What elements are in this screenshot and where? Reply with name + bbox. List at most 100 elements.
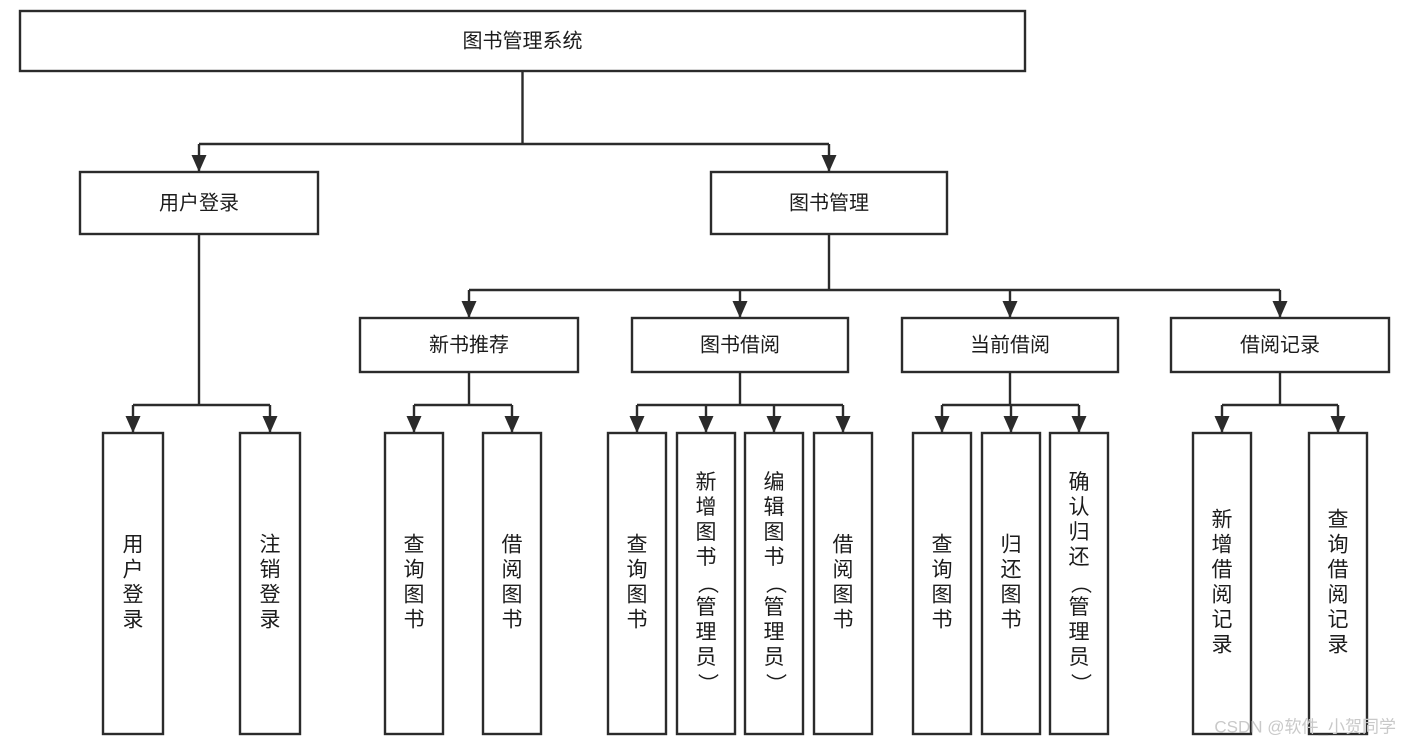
node-label-char: 图	[404, 584, 425, 607]
node-label-char: 查	[627, 534, 648, 557]
tree-node[interactable]: 新书推荐	[358, 316, 580, 374]
node-box[interactable]	[18, 9, 1027, 73]
tree-node[interactable]: 查询图书查询图书	[911, 431, 973, 736]
node-label-char: 书	[932, 609, 953, 632]
node-label-char: 理	[764, 621, 785, 644]
node-label-char: 还	[1069, 546, 1090, 569]
node-label-char: 新	[1212, 509, 1233, 532]
node-label-char: 增	[1212, 534, 1233, 557]
node-label-char: 图	[833, 584, 854, 607]
tree-node[interactable]: 查询图书查询图书	[383, 431, 445, 736]
node-label-char: 图	[932, 584, 953, 607]
node-box[interactable]	[78, 170, 320, 236]
node-label-char: （	[1068, 573, 1091, 594]
node-label-char: 还	[1001, 559, 1022, 582]
node-box[interactable]	[709, 170, 949, 236]
node-label-char: 询	[932, 559, 953, 582]
node-box[interactable]	[1191, 431, 1253, 736]
node-label-char: 阅	[1328, 584, 1349, 607]
node-label-char: 阅	[1212, 584, 1233, 607]
tree-node[interactable]: 归还图书归还图书	[980, 431, 1042, 736]
node-label-char: 确	[1069, 471, 1090, 494]
node-label: 新书推荐	[429, 333, 509, 356]
node-label: 借阅记录	[1240, 333, 1320, 356]
node-label-char: 阅	[833, 559, 854, 582]
tree-node[interactable]: 借阅记录	[1169, 316, 1391, 374]
node-box[interactable]	[606, 431, 668, 736]
node-box[interactable]	[383, 431, 445, 736]
node-label-char: 用	[123, 534, 144, 557]
tree-node[interactable]: 用户登录	[78, 170, 320, 236]
node-box[interactable]	[238, 431, 302, 736]
node-box[interactable]	[900, 316, 1120, 374]
node-box[interactable]	[911, 431, 973, 736]
tree-node[interactable]: 查询借阅记录查询借阅记录	[1307, 431, 1369, 736]
node-label-char: 归	[1001, 534, 1022, 557]
node-label: 图书借阅	[700, 333, 780, 356]
arrow-head-icon	[934, 416, 950, 433]
node-box[interactable]	[980, 431, 1042, 736]
node-box[interactable]	[1169, 316, 1391, 374]
node-label-char: 借	[1212, 559, 1233, 582]
node-label-char: 录	[1212, 634, 1233, 657]
node-label-char: 理	[1069, 621, 1090, 644]
node-label-char: 户	[123, 559, 144, 582]
node-label-char: 归	[1069, 521, 1090, 544]
arrow-head-icon	[629, 416, 645, 433]
tree-node[interactable]: 图书管理系统	[18, 9, 1027, 73]
node-label-char: ）	[695, 673, 718, 694]
node-label-char: 登	[260, 584, 281, 607]
node-label-char: （	[695, 573, 718, 594]
node-label-char: 查	[932, 534, 953, 557]
node-label-char: 录	[260, 609, 281, 632]
tree-node[interactable]: 借阅图书借阅图书	[481, 431, 543, 736]
tree-node[interactable]: 查询图书查询图书	[606, 431, 668, 736]
node-label-char: 员	[1069, 646, 1090, 669]
node-box[interactable]	[101, 431, 165, 736]
arrow-head-icon	[1272, 301, 1288, 318]
arrow-head-icon	[1071, 416, 1087, 433]
node-label-char: 书	[502, 609, 523, 632]
node-label-char: 询	[1328, 534, 1349, 557]
node-box[interactable]	[1307, 431, 1369, 736]
tree-node[interactable]: 当前借阅	[900, 316, 1120, 374]
node-box[interactable]	[481, 431, 543, 736]
node-label-char: 管	[696, 596, 717, 619]
node-label-char: 图	[627, 584, 648, 607]
node-label-char: 询	[404, 559, 425, 582]
node-label-char: 书	[833, 609, 854, 632]
tree-node[interactable]: 借阅图书借阅图书	[812, 431, 874, 736]
node-label-char: 询	[627, 559, 648, 582]
node-label: 用户登录	[159, 191, 239, 214]
tree-node[interactable]: 注销登录注销登录	[238, 431, 302, 736]
node-label-char: 录	[1328, 634, 1349, 657]
tree-node[interactable]: 图书借阅	[630, 316, 850, 374]
node-label-char: 查	[404, 534, 425, 557]
node-box[interactable]	[1048, 431, 1110, 736]
node-label-char: 图	[502, 584, 523, 607]
node-box[interactable]	[630, 316, 850, 374]
tree-node[interactable]: 图书管理	[709, 170, 949, 236]
arrow-head-icon	[821, 155, 837, 172]
node-label-char: 录	[123, 609, 144, 632]
arrow-head-icon	[1003, 416, 1019, 433]
arrow-head-icon	[766, 416, 782, 433]
node-box[interactable]	[675, 431, 737, 736]
node-box[interactable]	[743, 431, 805, 736]
node-label-char: 阅	[502, 559, 523, 582]
node-label-char: 书	[764, 546, 785, 569]
tree-node[interactable]: 新增借阅记录新增借阅记录	[1191, 431, 1253, 736]
watermark-label: CSDN @软件_小贺同学	[1214, 717, 1396, 736]
node-label-char: 记	[1212, 609, 1233, 632]
node-box[interactable]	[358, 316, 580, 374]
node-label-char: 新	[696, 471, 717, 494]
node-label-char: 理	[696, 621, 717, 644]
node-label: 图书管理	[789, 191, 869, 214]
node-box[interactable]	[812, 431, 874, 736]
